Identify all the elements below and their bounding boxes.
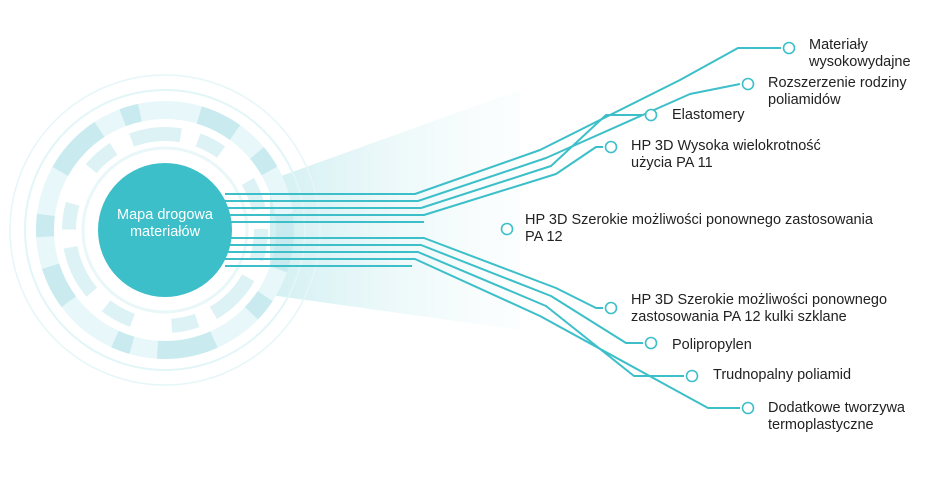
concentric-rings: [9, 74, 321, 386]
label-line: wysokowydajne: [809, 54, 911, 70]
label-line: użycia PA 11: [631, 155, 713, 171]
label-line: termoplastyczne: [768, 417, 874, 433]
ring-band-segments: [36, 101, 294, 359]
label-pa11: HP 3D Wysoka wielokrotność użycia PA 11: [631, 138, 821, 172]
endpoint-node: [741, 77, 755, 91]
ring-outer: [9, 74, 321, 386]
connector-line: [225, 237, 603, 309]
label-line: Trudnopalny poliamid: [713, 367, 852, 383]
label-line: Polipropylen: [672, 337, 752, 353]
label-line: HP 3D Szerokie możliwości ponownego zast…: [525, 212, 873, 228]
endpoint-node: [782, 41, 796, 55]
hub-circle: [98, 163, 232, 297]
label-line: poliamidów: [768, 92, 841, 108]
label-line: Materiały: [809, 37, 868, 53]
label-line: Dodatkowe tworzywa: [768, 400, 905, 416]
endpoint-node: [604, 301, 618, 315]
label-high-performance: Materiały wysokowydajne: [809, 37, 911, 71]
connector-line: [225, 114, 643, 209]
label-polyamide-family: Rozszerzenie rodziny poliamidów: [768, 75, 907, 109]
connector-line: [225, 244, 643, 344]
label-pa12: HP 3D Szerokie możliwości ponownego zast…: [525, 212, 873, 246]
endpoint-node: [685, 369, 699, 383]
label-flame-retardant: Trudnopalny poliamid: [713, 367, 851, 384]
connector-line: [225, 258, 740, 409]
endpoint-node: [500, 222, 514, 236]
label-elastomers: Elastomery: [672, 107, 745, 124]
light-beam: [270, 90, 520, 330]
hub-label-line2: materiałów: [129, 224, 201, 240]
endpoint-node: [644, 336, 658, 350]
label-thermoplastics: Dodatkowe tworzywa termoplastyczne: [768, 400, 905, 434]
label-line: zastosowania PA 12 kulki szklane: [631, 309, 847, 325]
label-polypropylene: Polipropylen: [672, 337, 752, 354]
endpoint-node: [741, 401, 755, 415]
connector-lines: [225, 47, 781, 409]
label-line: HP 3D Wysoka wielokrotność: [631, 138, 821, 154]
label-line: HP 3D Szerokie możliwości ponownego: [631, 292, 888, 308]
hub-label: Mapa drogowa materiałów: [100, 207, 230, 241]
connector-line: [225, 83, 741, 202]
label-line: Rozszerzenie rodziny: [768, 75, 907, 91]
endpoint-node: [604, 140, 618, 154]
ring-inner: [81, 146, 249, 314]
ring-inner-segments: [62, 127, 268, 333]
connector-line: [225, 146, 603, 216]
label-pa12-glass: HP 3D Szerokie możliwości ponownego zast…: [631, 292, 887, 326]
endpoint-nodes: [500, 41, 796, 415]
label-line: PA 12: [525, 229, 563, 245]
endpoint-node: [644, 108, 658, 122]
hub-label-line1: Mapa drogowa: [117, 207, 213, 223]
label-line: Elastomery: [672, 107, 745, 123]
ring: [24, 89, 306, 371]
